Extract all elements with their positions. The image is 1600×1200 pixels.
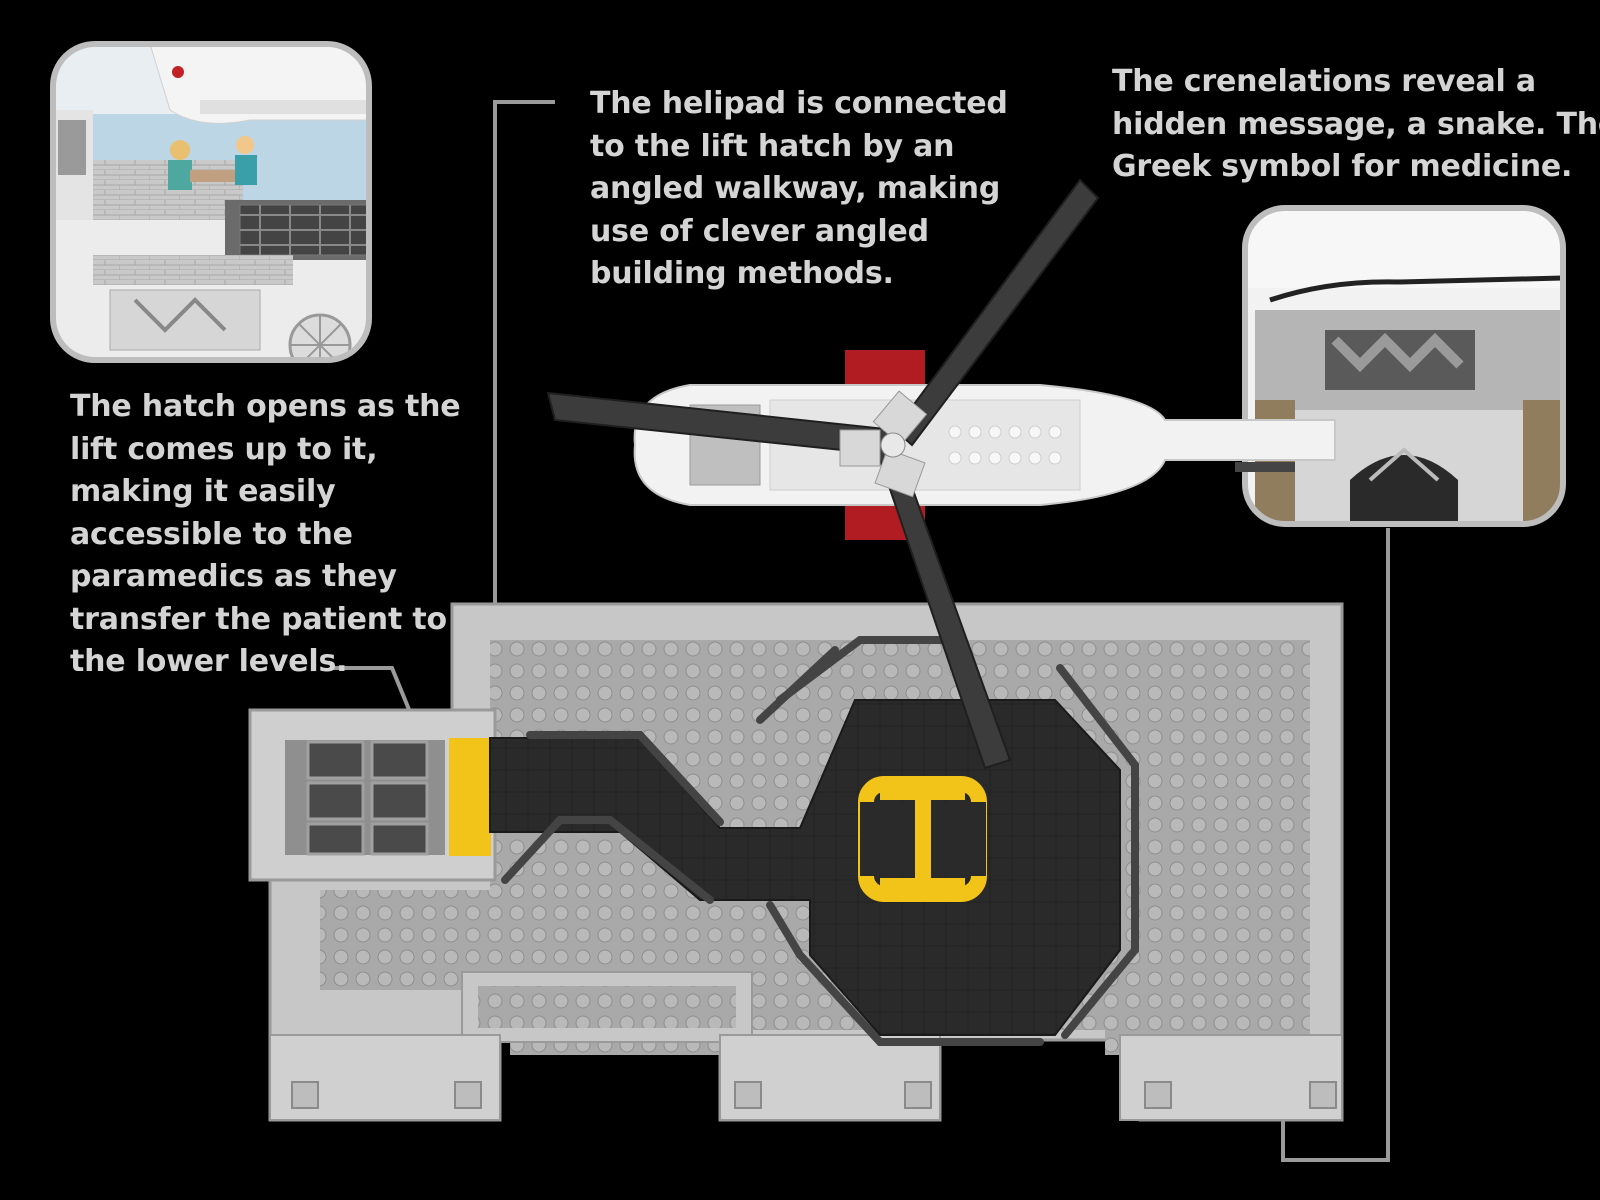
callout-hatch-line: lift comes up to it, bbox=[70, 431, 378, 467]
lift-hatch bbox=[248, 708, 497, 882]
callout-hatch-line: accessible to the bbox=[70, 516, 353, 552]
callout-helipad-line: to the lift hatch by an bbox=[590, 128, 955, 164]
callout-crenelations-line: Greek symbol for medicine. bbox=[1112, 149, 1573, 184]
callout-crenelations: The crenelations reveal a hidden message… bbox=[1112, 61, 1600, 189]
helipad-h-icon bbox=[858, 776, 987, 902]
callout-helipad-line: building methods. bbox=[590, 256, 894, 291]
callout-helipad-line: use of clever angled bbox=[590, 213, 929, 249]
callout-helipad-line: The helipad is connected bbox=[590, 86, 1008, 121]
leader-line-helipad bbox=[493, 100, 555, 610]
helipad bbox=[489, 636, 1139, 1046]
callout-hatch-line: transfer the patient to bbox=[70, 601, 447, 637]
leader-line-hatch bbox=[330, 666, 412, 713]
callout-helipad: The helipad is connected to the lift hat… bbox=[590, 83, 1008, 296]
callout-hatch-line: the lower levels. bbox=[70, 644, 348, 679]
callout-hatch: The hatch opens as the lift comes up to … bbox=[70, 386, 461, 684]
helicopter bbox=[546, 178, 1336, 770]
photo-crenelations bbox=[1242, 205, 1566, 527]
callout-crenelations-line: hidden message, a snake. The bbox=[1112, 106, 1600, 142]
callout-hatch-line: making it easily bbox=[70, 474, 336, 509]
hatch-yellow-strip bbox=[449, 738, 491, 856]
callout-helipad-line: angled walkway, making bbox=[590, 171, 1001, 206]
callout-hatch-line: The hatch opens as the bbox=[70, 389, 461, 424]
callout-crenelations-line: The crenelations reveal a bbox=[1112, 64, 1536, 99]
leader-lines bbox=[330, 100, 1390, 1162]
callout-hatch-line: paramedics as they bbox=[70, 559, 397, 594]
leader-line-crenelations bbox=[1281, 528, 1390, 1162]
photo-lift-scene bbox=[50, 41, 372, 363]
